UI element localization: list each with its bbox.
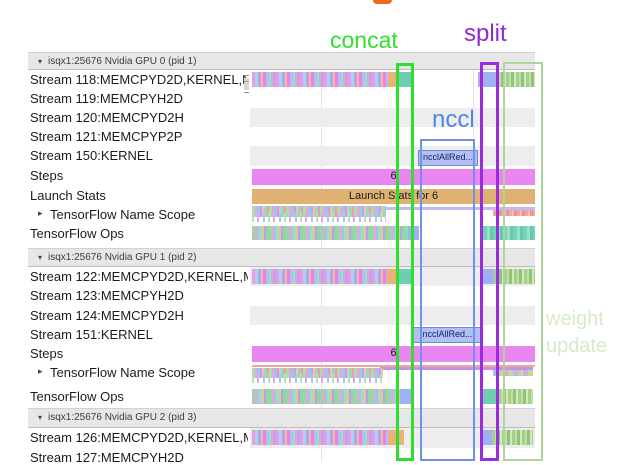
- track-label[interactable]: Launch Stats: [30, 188, 106, 203]
- track-label[interactable]: TensorFlow Name Scope: [50, 207, 196, 222]
- event-bar[interactable]: [400, 389, 412, 404]
- track-label[interactable]: Stream 120:MEMCPYD2H: [30, 110, 184, 125]
- process-header-label: isqx1:25676 Nvidia GPU 2 (pid 3): [48, 412, 197, 423]
- track-label[interactable]: Stream 123:MEMCPYH2D: [30, 288, 184, 303]
- track-row-name-scope-gpu0[interactable]: ▸ TensorFlow Name Scope: [0, 205, 622, 224]
- ops-event-bars[interactable]: [252, 389, 400, 404]
- annotation-nccl-box: [420, 139, 475, 461]
- launch-stats-event-bar[interactable]: Launch Stats for 6: [252, 189, 535, 204]
- track-row-stream118[interactable]: Stream 118:MEMCPYD2D,KERNEL,MI: [0, 70, 622, 89]
- event-bar[interactable]: [388, 72, 398, 87]
- track-label[interactable]: TensorFlow Ops: [30, 389, 124, 404]
- track-row-stream123[interactable]: Stream 123:MEMCPYH2D: [0, 286, 622, 306]
- event-bar[interactable]: [482, 430, 492, 445]
- name-scope-tick-cluster[interactable]: [493, 210, 535, 216]
- ops-event-bars[interactable]: [252, 226, 408, 240]
- step-number: 6: [390, 170, 397, 182]
- cutoff-text-fragment: [373, 0, 392, 4]
- track-row-stream124[interactable]: Stream 124:MEMCPYD2H: [0, 306, 622, 325]
- event-bar[interactable]: [398, 72, 414, 87]
- nccl-allreduce-event-bar[interactable]: ncclAllRed...: [418, 150, 478, 166]
- track-row-steps-gpu1[interactable]: Steps 6: [0, 344, 622, 363]
- track-row-stream119[interactable]: Stream 119:MEMCPYH2D: [0, 89, 622, 108]
- process-header-band: [28, 408, 535, 428]
- event-bars-dense[interactable]: [492, 430, 533, 445]
- ops-event-bars[interactable]: [498, 389, 533, 404]
- name-scope-thin-bar[interactable]: [380, 367, 533, 370]
- track-label[interactable]: Steps: [30, 346, 64, 361]
- collapse-triangle-icon[interactable]: ▾: [38, 57, 43, 66]
- expand-triangle-icon[interactable]: ▸: [38, 366, 43, 376]
- process-header-label: isqx1:25676 Nvidia GPU 1 (pid 2): [48, 252, 197, 263]
- track-label[interactable]: Stream 119:MEMCPYH2D: [30, 91, 183, 106]
- track-row-stream151[interactable]: Stream 151:KERNEL ncclAllRed...: [0, 325, 622, 344]
- name-scope-thin-bar[interactable]: [386, 207, 535, 210]
- track-row-stream126[interactable]: Stream 126:MEMCPYD2D,KERNEL,MI: [0, 428, 622, 448]
- drag-handle-icon[interactable]: [244, 75, 249, 93]
- event-bars-dense[interactable]: [252, 269, 387, 284]
- expand-triangle-icon[interactable]: ▸: [38, 208, 43, 218]
- track-label[interactable]: Stream 122:MEMCPYD2D,KERNEL,MI: [30, 269, 248, 284]
- track-label[interactable]: TensorFlow Ops: [30, 226, 124, 241]
- annotation-split-box: [480, 62, 499, 461]
- track-row-stream122[interactable]: Stream 122:MEMCPYD2D,KERNEL,MI: [0, 267, 622, 286]
- annotation-weight-update-box: [503, 62, 543, 461]
- collapse-triangle-icon[interactable]: ▾: [38, 413, 43, 422]
- annotation-nccl-label: nccl: [432, 106, 475, 133]
- process-header-label: isqx1:25676 Nvidia GPU 0 (pid 1): [48, 56, 197, 67]
- event-bars-dense[interactable]: [252, 72, 388, 87]
- event-bars-dense[interactable]: [252, 430, 388, 445]
- event-bars-dense[interactable]: [496, 72, 535, 87]
- track-row-launch-stats[interactable]: Launch Stats Launch Stats for 6: [0, 186, 622, 205]
- steps-event-bar[interactable]: 6: [252, 346, 535, 362]
- step-number: 6: [390, 347, 397, 359]
- track-row-ops-gpu1[interactable]: TensorFlow Ops: [0, 383, 622, 406]
- event-bar[interactable]: [397, 269, 411, 284]
- row-stripe: [250, 306, 535, 325]
- name-scope-tick-cluster[interactable]: [493, 370, 533, 376]
- name-scope-bars[interactable]: [252, 206, 386, 222]
- track-label[interactable]: Stream 150:KERNEL: [30, 148, 153, 163]
- annotation-concat-label: concat: [330, 27, 398, 53]
- track-label[interactable]: Stream 151:KERNEL: [30, 327, 153, 342]
- track-label[interactable]: Stream 126:MEMCPYD2D,KERNEL,MI: [30, 430, 248, 445]
- name-scope-bars[interactable]: [252, 368, 383, 383]
- row-stripe: [250, 108, 535, 127]
- annotation-split-label: split: [464, 20, 507, 47]
- event-bar[interactable]: [482, 389, 498, 404]
- track-label[interactable]: Stream 121:MEMCPYP2P: [30, 129, 183, 144]
- track-row-stream150[interactable]: Stream 150:KERNEL ncclAllRed...: [0, 146, 622, 166]
- steps-event-bar[interactable]: 6: [252, 169, 535, 185]
- annotation-weight-update-line2: update: [546, 335, 608, 357]
- annotation-weight-update-label: weight update: [546, 306, 607, 360]
- process-header-band: [28, 248, 535, 267]
- track-label[interactable]: Steps: [30, 168, 64, 183]
- track-label[interactable]: Stream 127:MEMCPYH2D: [30, 450, 184, 465]
- process-header-gpu1[interactable]: ▾ isqx1:25676 Nvidia GPU 1 (pid 2): [0, 248, 622, 267]
- event-bar[interactable]: [387, 269, 397, 284]
- launch-stats-text: Launch Stats for 6: [348, 190, 439, 202]
- track-row-name-scope-gpu1[interactable]: ▸ TensorFlow Name Scope: [0, 363, 622, 383]
- track-row-steps-gpu0[interactable]: Steps 6: [0, 166, 622, 186]
- event-bar[interactable]: [482, 269, 494, 284]
- annotation-concat-box: [396, 63, 414, 461]
- name-scope-thin-bar[interactable]: [252, 365, 535, 367]
- track-label[interactable]: TensorFlow Name Scope: [50, 365, 196, 380]
- track-label[interactable]: Stream 124:MEMCPYD2H: [30, 308, 184, 323]
- annotation-weight-update-line1: weight: [546, 308, 604, 330]
- track-row-stream120[interactable]: Stream 120:MEMCPYD2H: [0, 108, 622, 127]
- process-header-gpu2[interactable]: ▾ isqx1:25676 Nvidia GPU 2 (pid 3): [0, 408, 622, 428]
- collapse-triangle-icon[interactable]: ▾: [38, 253, 43, 262]
- track-row-stream121[interactable]: Stream 121:MEMCPYP2P: [0, 127, 622, 146]
- track-label[interactable]: Stream 118:MEMCPYD2D,KERNEL,MI: [30, 72, 248, 87]
